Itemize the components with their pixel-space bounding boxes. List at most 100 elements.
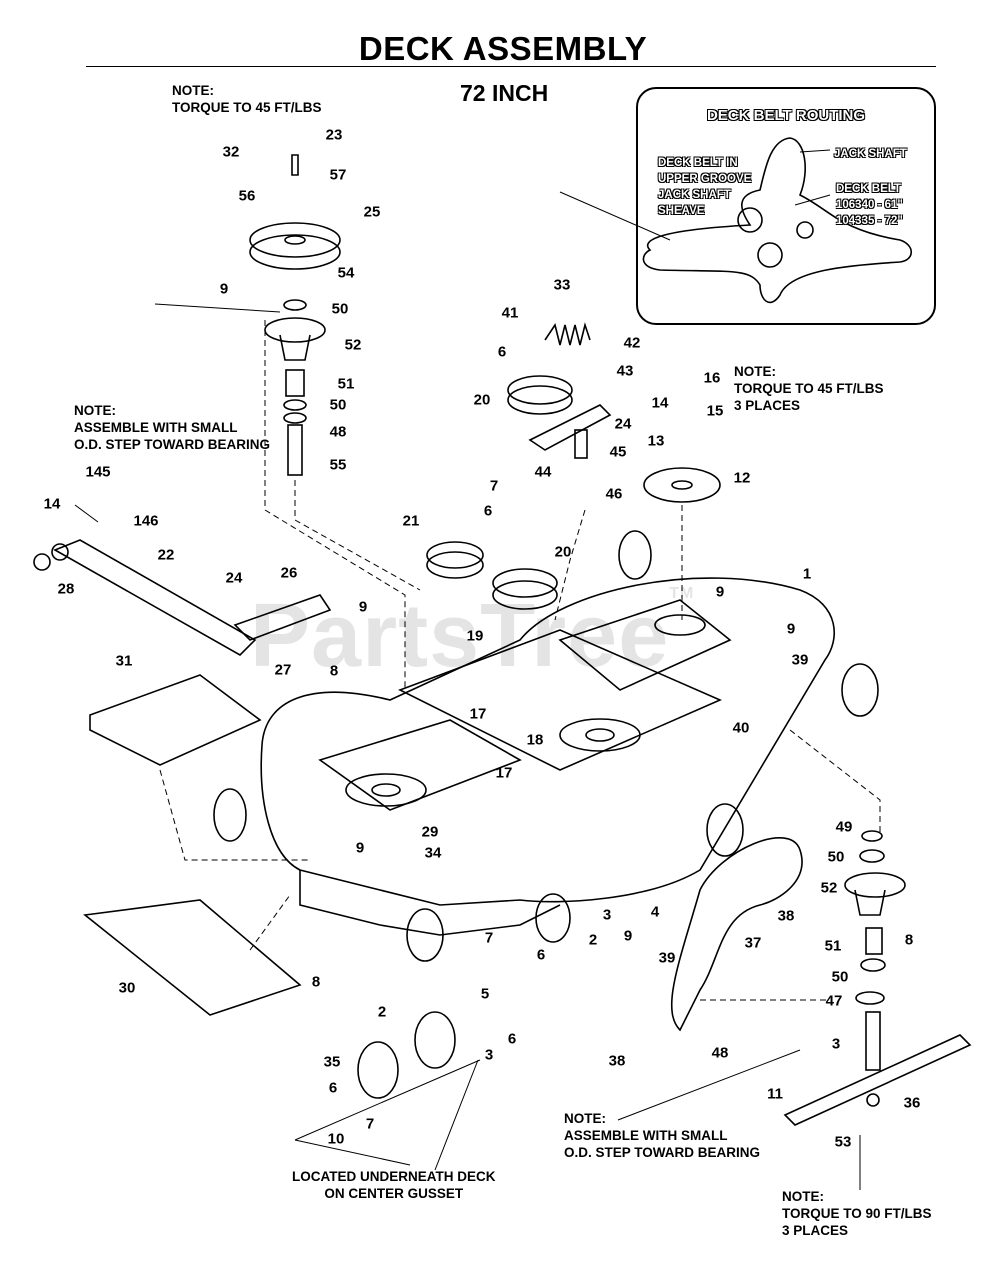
idler-arm-44	[528, 404, 612, 451]
part-callout: 37	[744, 934, 762, 952]
spring-33	[544, 322, 591, 346]
note-line: NOTE:	[172, 83, 214, 98]
part-callout: 50	[831, 968, 849, 986]
deck-wheel-right	[841, 663, 879, 717]
part-callout: 43	[616, 362, 634, 380]
baffle-37	[670, 837, 803, 1032]
note-line: TORQUE TO 45 FT/LBS	[734, 381, 884, 396]
part-callout: 54	[337, 264, 355, 282]
part-callout: 9	[623, 927, 633, 945]
part-callout: 28	[57, 580, 75, 598]
note-line: LOCATED UNDERNEATH DECK	[292, 1169, 496, 1184]
part-callout: 30	[118, 979, 136, 997]
deck-wheel-top	[618, 530, 652, 580]
part-callout: 29	[421, 823, 439, 841]
belt-routing-inset: DECK BELT ROUTING DECK BELT IN UPPER GRO…	[636, 87, 936, 325]
part-callout: 8	[904, 931, 914, 949]
deck-right-plate	[558, 599, 732, 691]
part-callout: 24	[614, 415, 632, 433]
part-callout: 50	[331, 300, 349, 318]
part-callout: 38	[608, 1052, 626, 1070]
part-callout: 22	[157, 546, 175, 564]
watermark: PartsTreeTM	[250, 585, 694, 688]
spindle-housing-52b	[844, 872, 906, 898]
part-callout: 20	[554, 543, 572, 561]
note-torque-bottom: NOTE: TORQUE TO 90 FT/LBS 3 PLACES	[782, 1188, 932, 1239]
part-callout: 49	[835, 818, 853, 836]
belt-routing-path	[642, 137, 913, 304]
part-callout: 16	[703, 369, 721, 387]
note-line: TORQUE TO 90 FT/LBS	[782, 1206, 932, 1221]
deck-skirt	[299, 870, 561, 936]
part-callout: 40	[732, 719, 750, 737]
cover-30	[83, 899, 302, 1016]
part-callout: 3	[602, 906, 612, 924]
part-callout: 57	[329, 166, 347, 184]
part-callout: 48	[329, 423, 347, 441]
part-callout: 39	[658, 949, 676, 967]
part-callout: 2	[588, 931, 598, 949]
part-callout: 1	[802, 565, 812, 583]
title-rule	[86, 66, 936, 67]
idler-pulley-21	[426, 541, 484, 569]
note-line: 3 PLACES	[734, 398, 801, 413]
inset-line: DECK BELT IN	[658, 157, 738, 169]
part-callout: 38	[777, 907, 795, 925]
deck-wheel-left	[213, 788, 247, 842]
inset-line: DECK BELT	[836, 183, 901, 195]
note-line: NOTE:	[734, 364, 776, 379]
part-callout: 9	[715, 583, 725, 601]
part-callout: 48	[711, 1044, 729, 1062]
belt-routing-title: DECK BELT ROUTING	[706, 107, 866, 124]
part-callout: 15	[706, 402, 724, 420]
part-callout: 145	[85, 463, 111, 481]
part-callout: 46	[605, 485, 623, 503]
part-callout: 55	[329, 456, 347, 474]
part-callout: 9	[355, 839, 365, 857]
idler-pulley-20-top	[507, 375, 573, 405]
drive-pulley-12	[643, 467, 721, 503]
deck-pulley-left	[345, 773, 427, 807]
part-callout: 52	[820, 879, 838, 897]
note-located: LOCATED UNDERNEATH DECK ON CENTER GUSSET	[292, 1168, 496, 1202]
part-callout: 17	[469, 705, 487, 723]
part-callout: 9	[786, 620, 796, 638]
part-callout: 27	[274, 661, 292, 679]
part-callout: 50	[329, 396, 347, 414]
lift-arm-bushing	[33, 553, 51, 571]
part-callout: 52	[344, 336, 362, 354]
spindle-shaft-47	[865, 1011, 881, 1071]
inset-line: UPPER GROOVE	[658, 173, 752, 185]
part-callout: 7	[365, 1115, 375, 1133]
part-callout: 8	[329, 662, 339, 680]
belt-routing-left-text: DECK BELT IN UPPER GROOVE JACK SHAFT SHE…	[658, 155, 751, 219]
idler-pulley-20-mid	[492, 568, 558, 598]
note-line: NOTE:	[782, 1189, 824, 1204]
note-line: 3 PLACES	[782, 1223, 849, 1238]
note-assemble-bottom: NOTE: ASSEMBLE WITH SMALL O.D. STEP TOWA…	[564, 1110, 760, 1161]
part-callout: 8	[311, 973, 321, 991]
belt-routing-jack-shaft: JACK SHAFT	[834, 148, 907, 160]
deck-wheel-front	[706, 803, 744, 857]
part-callout: 9	[219, 280, 229, 298]
deck-left-plate	[318, 719, 522, 811]
part-callout: 32	[222, 143, 240, 161]
note-line: TORQUE TO 45 FT/LBS	[172, 100, 322, 115]
inset-line: 106340 - 61"	[836, 199, 903, 211]
part-callout: 2	[377, 1003, 387, 1021]
part-callout: 34	[424, 844, 442, 862]
part-callout: 6	[536, 946, 546, 964]
spindle-pulley-25	[249, 222, 341, 258]
note-line: NOTE:	[74, 403, 116, 418]
part-callout: 50	[827, 848, 845, 866]
deck-center-plate	[398, 629, 722, 771]
note-torque-top: NOTE: TORQUE TO 45 FT/LBS	[172, 82, 322, 116]
wheel-2a	[535, 893, 571, 943]
deck-shell	[260, 577, 836, 906]
note-assemble-left: NOTE: ASSEMBLE WITH SMALL O.D. STEP TOWA…	[74, 402, 270, 453]
deck-pulley-center	[559, 718, 641, 752]
blade-10	[783, 1034, 972, 1126]
part-callout: 6	[507, 1030, 517, 1048]
part-callout: 23	[325, 126, 343, 144]
inset-line: JACK SHAFT	[658, 189, 731, 201]
